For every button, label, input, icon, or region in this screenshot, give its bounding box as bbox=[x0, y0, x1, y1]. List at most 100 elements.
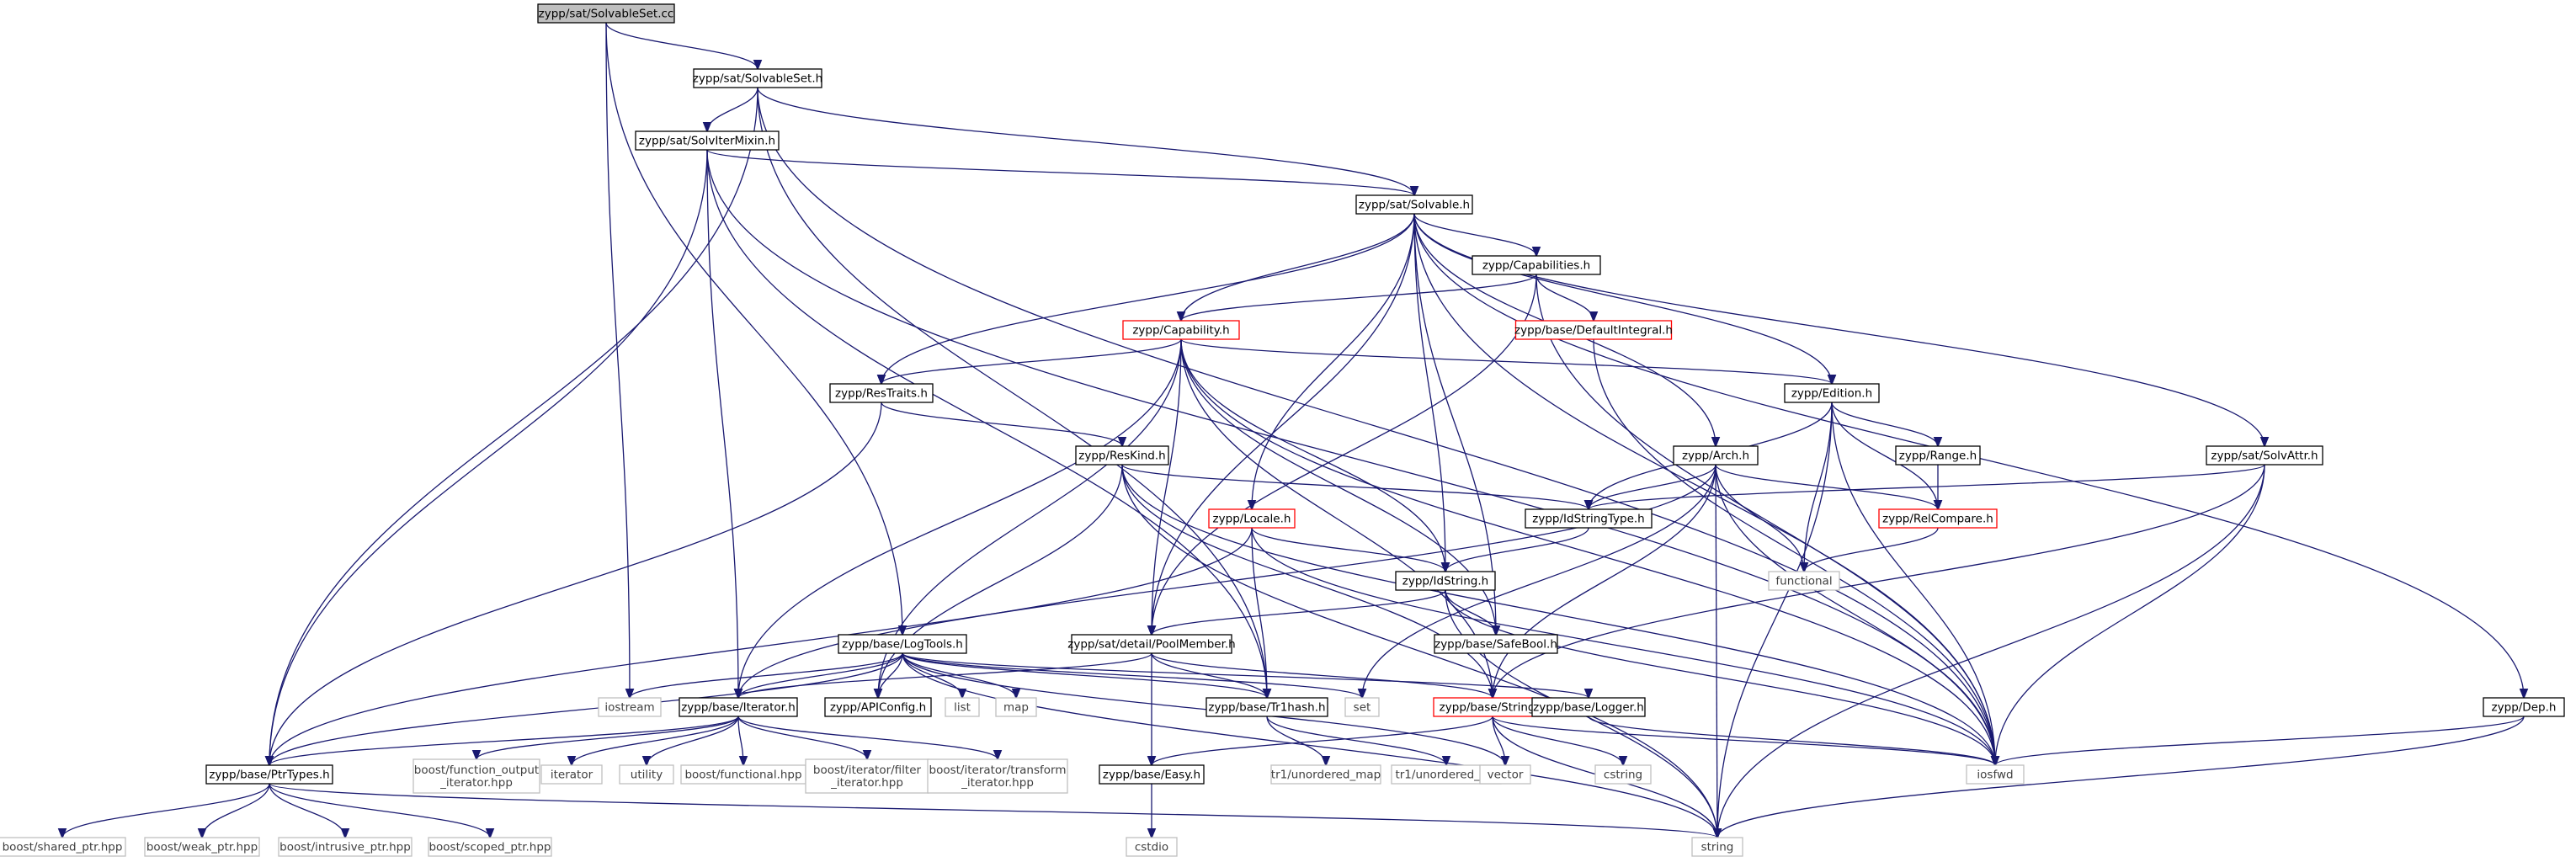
node-solvable-h[interactable]: zypp/sat/Solvable.h bbox=[1355, 194, 1473, 215]
node-label: iterator bbox=[551, 769, 593, 782]
edge-ptr_types_h-to-weak_ptr_hpp bbox=[202, 783, 270, 838]
node-label: zypp/IdStringType.h bbox=[1532, 513, 1644, 526]
node-label: boost/shared_ptr.hpp bbox=[3, 841, 123, 854]
node-solv-iter-mixin-h[interactable]: zypp/sat/SolvIterMixin.h bbox=[635, 130, 780, 151]
node-label: zypp/base/SafeBool.h bbox=[1434, 638, 1557, 652]
edge-capability_h-to-iosfwd bbox=[1180, 338, 1995, 765]
node-box bbox=[412, 758, 540, 794]
edge-dep_h-to-iosfwd bbox=[1995, 716, 2525, 765]
edge-solv_iter_mixin_h-to-iterator_h bbox=[706, 149, 738, 698]
node-box bbox=[1895, 445, 1981, 466]
edge-log_tools_h-to-vector bbox=[902, 652, 1505, 765]
node-locale-h[interactable]: zypp/Locale.h bbox=[1208, 508, 1296, 529]
node-boost-functional-hpp: boost/functional.hpp bbox=[680, 764, 806, 785]
node-safe-bool-h[interactable]: zypp/base/SafeBool.h bbox=[1434, 634, 1558, 654]
node-label: zypp/sat/SolvAttr.h bbox=[2211, 450, 2318, 463]
node-dep-h[interactable]: zypp/Dep.h bbox=[2483, 697, 2565, 717]
edge-solvable_set_cc-to-log_tools_h bbox=[605, 22, 902, 635]
node-ptr-types-h[interactable]: zypp/base/PtrTypes.h bbox=[205, 764, 333, 785]
node-utility: utility bbox=[619, 764, 674, 785]
node-default-integral-h[interactable]: zypp/base/DefaultIntegral.h bbox=[1514, 320, 1673, 340]
edge-solvable_h-to-pool_member_h bbox=[1152, 213, 1415, 635]
node-solvable-set-cc[interactable]: zypp/sat/SolvableSet.cc bbox=[537, 3, 675, 24]
edge-ptr_types_h-to-intrusive_ptr_hpp bbox=[269, 783, 345, 838]
node-log-tools-h[interactable]: zypp/base/LogTools.h bbox=[838, 634, 967, 654]
node-box bbox=[205, 764, 333, 785]
edge-log_tools_h-to-string bbox=[902, 652, 1717, 838]
node-box bbox=[927, 758, 1068, 794]
node-pool-member-h[interactable]: zypp/sat/detail/PoolMember.h bbox=[1067, 634, 1236, 654]
node-label: zypp/base/PtrTypes.h bbox=[209, 769, 329, 782]
node-edition-h[interactable]: zypp/Edition.h bbox=[1784, 383, 1880, 403]
node-label: string bbox=[1701, 841, 1734, 854]
node-label: functional bbox=[1775, 575, 1832, 588]
node-id-string-h[interactable]: zypp/IdString.h bbox=[1395, 571, 1496, 591]
edge-iterator_h-to-function_output_iterator_hpp bbox=[476, 716, 739, 759]
edge-arch_h-to-functional bbox=[1715, 464, 1804, 572]
node-capability-h[interactable]: zypp/Capability.h bbox=[1122, 320, 1240, 340]
node-capabilities-h[interactable]: zypp/Capabilities.h bbox=[1472, 255, 1601, 275]
node-cstring: cstring bbox=[1594, 764, 1652, 785]
edge-solv_attr_h-to-id_string_type_h bbox=[1589, 464, 2265, 509]
node-iterator-h[interactable]: zypp/base/Iterator.h bbox=[679, 697, 798, 717]
node-solvable-set-h[interactable]: zypp/sat/SolvableSet.h bbox=[693, 68, 822, 88]
node-box bbox=[1071, 634, 1232, 654]
edge-res_traits_h-to-ptr_types_h bbox=[269, 402, 882, 765]
edge-solv_iter_mixin_h-to-tr1hash_h bbox=[706, 149, 1267, 698]
node-label: zypp/ResTraits.h bbox=[835, 387, 928, 401]
node-box bbox=[824, 697, 932, 717]
node-easy-h[interactable]: zypp/base/Easy.h bbox=[1099, 764, 1205, 785]
edge-arch_h-to-id_string_type_h bbox=[1589, 464, 1716, 509]
node-box bbox=[1099, 764, 1205, 785]
node-box bbox=[1691, 837, 1743, 857]
edge-capabilities_h-to-iosfwd bbox=[1535, 274, 1995, 765]
node-box bbox=[805, 758, 929, 794]
edge-solvable_h-to-locale_h bbox=[1252, 213, 1415, 509]
node-label: zypp/IdString.h bbox=[1402, 575, 1488, 588]
node-label: set bbox=[1354, 701, 1371, 715]
node-range-h[interactable]: zypp/Range.h bbox=[1895, 445, 1981, 466]
node-label: list bbox=[954, 701, 971, 715]
node-iterator: iterator bbox=[540, 764, 603, 785]
edge-id_string_h-to-safe_bool_h bbox=[1445, 589, 1496, 635]
node-function-output-iterator-hpp: boost/function_output_iterator.hpp bbox=[412, 758, 540, 794]
edge-res_kind_h-to-api_config_h bbox=[878, 464, 1123, 698]
edge-edition_h-to-rel_compare_h bbox=[1831, 402, 1938, 509]
node-box bbox=[428, 837, 552, 857]
node-string-h[interactable]: zypp/base/String.h bbox=[1433, 697, 1552, 717]
node-label: iostream bbox=[604, 701, 654, 715]
node-shared-ptr-hpp: boost/shared_ptr.hpp bbox=[0, 837, 126, 857]
node-res-traits-h[interactable]: zypp/ResTraits.h bbox=[829, 383, 934, 403]
edge-solv_iter_mixin_h-to-solvable_h bbox=[706, 149, 1414, 195]
node-api-config-h[interactable]: zypp/APIConfig.h bbox=[824, 697, 932, 717]
edge-default_integral_h-to-iosfwd bbox=[1593, 338, 1995, 765]
node-weak-ptr-hpp: boost/weak_ptr.hpp bbox=[144, 837, 260, 857]
node-label: zypp/Capability.h bbox=[1132, 324, 1229, 338]
edge-string_h-to-iosfwd bbox=[1492, 716, 1995, 765]
node-res-kind-h[interactable]: zypp/ResKind.h bbox=[1075, 445, 1169, 466]
node-iosfwd: iosfwd bbox=[1966, 764, 2025, 785]
node-solv-attr-h[interactable]: zypp/sat/SolvAttr.h bbox=[2206, 445, 2323, 466]
node-box bbox=[1355, 194, 1473, 215]
node-box bbox=[1208, 508, 1296, 529]
node-label: zypp/Locale.h bbox=[1213, 513, 1291, 526]
node-tr1-unordered-set: tr1/unordered_set bbox=[1391, 764, 1502, 785]
edge-log_tools_h-to-logger_h bbox=[902, 652, 1589, 698]
edge-solv_iter_mixin_h-to-iosfwd bbox=[706, 149, 1995, 765]
node-tr1hash-h[interactable]: zypp/base/Tr1hash.h bbox=[1206, 697, 1328, 717]
node-box bbox=[2483, 697, 2565, 717]
node-box bbox=[679, 697, 798, 717]
node-label: zypp/base/Tr1hash.h bbox=[1208, 701, 1325, 715]
node-label: zypp/Arch.h bbox=[1682, 450, 1749, 463]
edge-capability_h-to-iterator_h bbox=[738, 338, 1182, 698]
node-logger-h[interactable]: zypp/base/Logger.h bbox=[1531, 697, 1646, 717]
node-id-string-type-h[interactable]: zypp/IdStringType.h bbox=[1525, 508, 1653, 529]
node-iostream: iostream bbox=[598, 697, 662, 717]
edge-locale_h-to-ptr_types_h bbox=[269, 527, 1253, 765]
node-arch-h[interactable]: zypp/Arch.h bbox=[1673, 445, 1759, 466]
edge-capability_h-to-pool_member_h bbox=[1152, 338, 1182, 635]
node-rel-compare-h[interactable]: zypp/RelCompare.h bbox=[1878, 508, 1998, 529]
edge-iterator_h-to-iterator bbox=[572, 716, 739, 765]
edge-edition_h-to-range_h bbox=[1831, 402, 1938, 446]
edge-solv_iter_mixin_h-to-ptr_types_h bbox=[269, 149, 708, 765]
